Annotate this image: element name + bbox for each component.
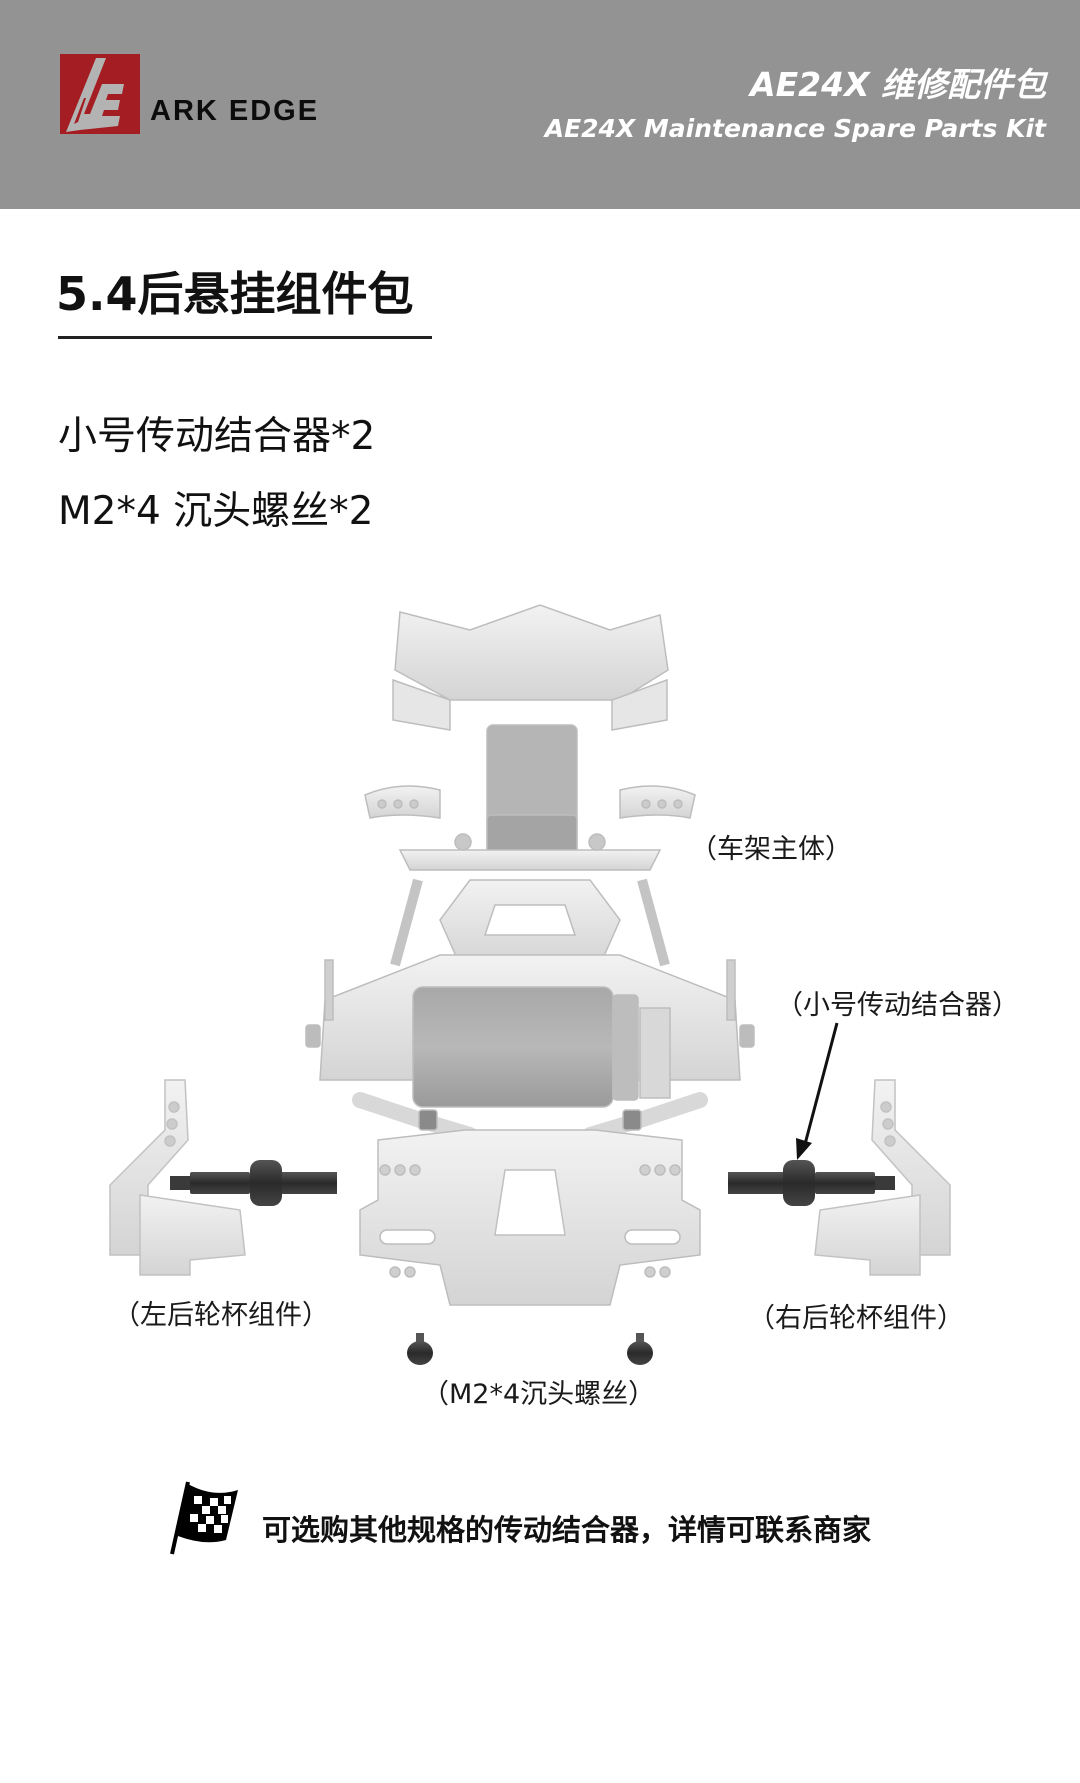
label-small-coupler: （小号传动结合器） bbox=[776, 990, 1019, 1021]
right-rear-hub-assembly bbox=[814, 1079, 951, 1276]
label-screws: （M2*4沉头螺丝） bbox=[422, 1379, 656, 1410]
label-left-hub: （左后轮杯组件） bbox=[113, 1300, 329, 1331]
header-banner: ARK EDGE AE24X 维修配件包 AE24X Maintenance S… bbox=[0, 0, 1080, 209]
label-chassis: （车架主体） bbox=[690, 834, 852, 865]
section-underline bbox=[58, 336, 432, 339]
kit-title-en: AE24X Maintenance Spare Parts Kit bbox=[544, 114, 1046, 143]
kit-title-cn: AE24X 维修配件包 bbox=[750, 65, 1046, 104]
pointer-arrow-icon bbox=[796, 1022, 839, 1160]
left-rear-hub-assembly bbox=[109, 1079, 246, 1276]
right-small-drive-coupler bbox=[728, 1160, 895, 1206]
footer-note: 可选购其他规格的传动结合器，详情可联系商家 bbox=[262, 1513, 872, 1547]
item-small-coupler: 小号传动结合器*2 bbox=[58, 414, 376, 459]
exploded-diagram bbox=[0, 590, 1080, 1430]
chassis-main-body bbox=[305, 604, 755, 1306]
checkered-flag-icon bbox=[168, 1480, 252, 1556]
ae-logo-icon bbox=[60, 54, 140, 134]
section-title: 5.4后悬挂组件包 bbox=[56, 267, 414, 321]
item-m2-screw: M2*4 沉头螺丝*2 bbox=[58, 489, 374, 534]
label-right-hub: （右后轮杯组件） bbox=[748, 1303, 964, 1334]
left-small-drive-coupler bbox=[170, 1160, 337, 1206]
brand-name: ARK EDGE bbox=[150, 95, 320, 127]
m2-countersunk-screws bbox=[407, 1333, 653, 1365]
